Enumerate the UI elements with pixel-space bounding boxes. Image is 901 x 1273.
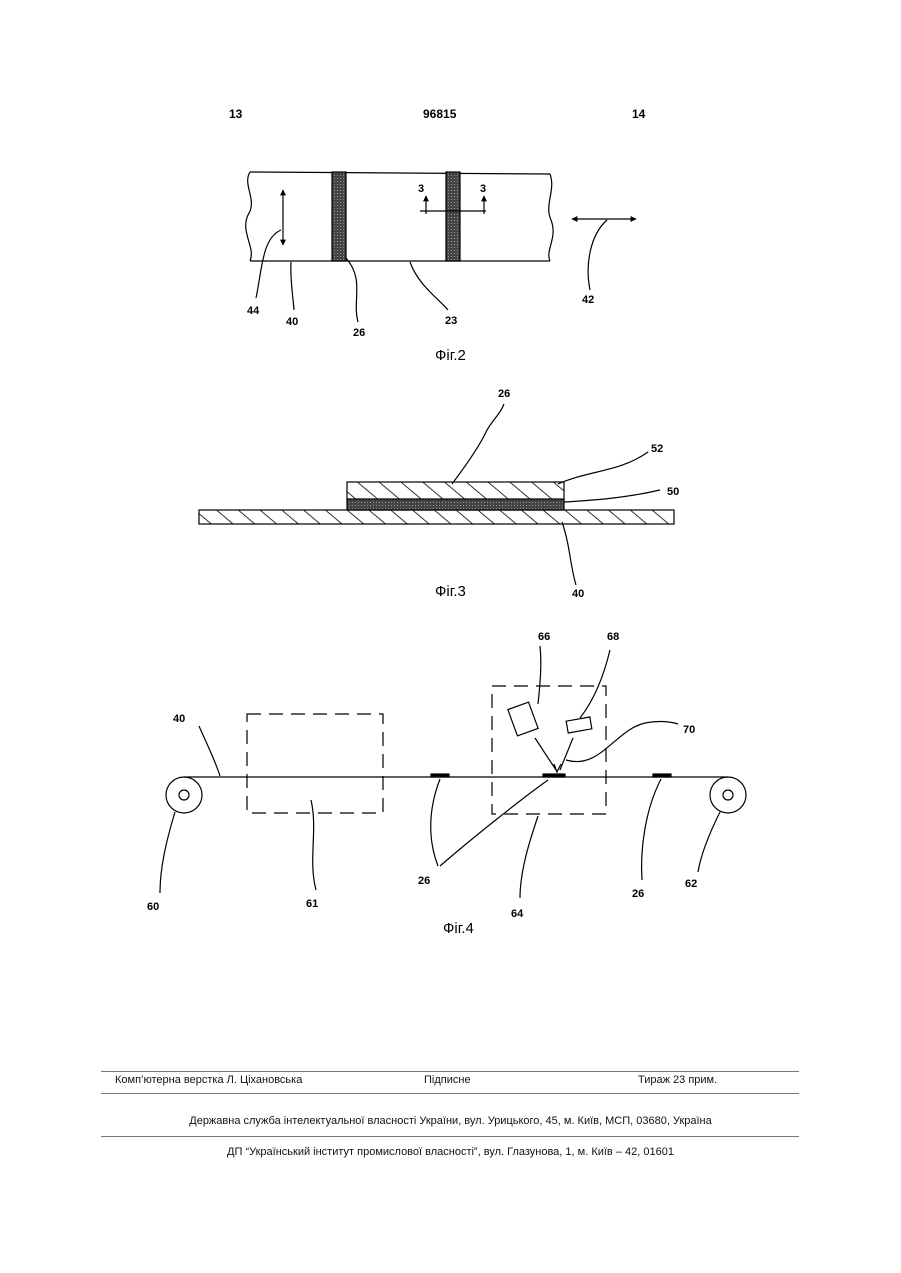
footer-rule-bottom [101,1136,799,1137]
label-40: 40 [286,316,298,328]
figure-2 [246,172,636,322]
label-66: 66 [538,631,550,643]
leader-26-fig3 [452,404,504,484]
label-26a-fig4: 26 [418,875,430,887]
label-26b-fig4: 26 [632,888,644,900]
supply-roll [166,777,202,813]
leader-42 [588,220,607,290]
label-26: 26 [353,327,365,339]
footer-circulation: Тираж 23 прим. [638,1074,717,1086]
figure-4 [160,646,746,898]
strip-right-break [549,174,553,261]
figure-3 [199,404,674,585]
leader-62 [698,812,720,872]
substrate-layer [199,510,674,524]
leader-66 [538,646,541,704]
footer-rule-middle [101,1093,799,1094]
label-23: 23 [445,315,457,327]
target-mark [554,764,561,772]
figure-4-caption: Фіг.4 [443,920,474,937]
leader-26c [642,779,661,880]
camera-66 [508,702,538,736]
footer-office-address: Державна служба інтелектуальної власност… [0,1115,901,1127]
camera-view-line [535,738,556,770]
leader-26b [440,780,548,866]
section-label-3-left: 3 [418,183,424,195]
section-label-3-right: 3 [480,183,486,195]
takeup-roll-hub [723,790,733,800]
leader-26 [346,258,358,322]
film-band-1 [332,172,346,261]
leader-52 [558,452,648,484]
leader-61 [311,800,316,890]
adhesive-layer [347,499,564,510]
label-52: 52 [651,443,663,455]
figure-3-caption: Фіг.3 [435,583,466,600]
strip-left-break [246,172,252,261]
footer-layout-credit: Комп’ютерна верстка Л. Ціхановська [115,1074,302,1086]
label-50: 50 [667,486,679,498]
film-piece-2 [543,774,565,777]
film-layer [347,482,564,499]
label-44: 44 [247,305,260,317]
label-61: 61 [306,898,318,910]
label-68: 68 [607,631,619,643]
label-40-fig3: 40 [572,588,584,600]
figure-2-caption: Фіг.2 [435,347,466,364]
footer-rule-top [101,1071,799,1072]
leader-70 [566,721,678,761]
station-61 [247,714,383,813]
leader-44 [256,230,281,298]
label-40-fig4: 40 [173,713,185,725]
leader-64 [520,816,538,898]
label-60: 60 [147,901,159,913]
leader-26a [431,779,440,866]
label-42: 42 [582,294,594,306]
takeup-roll [710,777,746,813]
light-source-68 [566,717,592,733]
light-beam-line [560,738,573,770]
label-64: 64 [511,908,524,920]
film-band-2 [446,172,460,261]
leader-40 [291,262,294,310]
leader-40-fig4 [199,726,220,776]
label-26-fig3: 26 [498,388,510,400]
footer-institute-address: ДП “Український інститут промислової вла… [0,1146,901,1158]
supply-roll-hub [179,790,189,800]
leader-40-fig3 [562,522,576,585]
label-70: 70 [683,724,695,736]
leader-60 [160,812,175,893]
footer-signed: Підписне [424,1074,471,1086]
label-62: 62 [685,878,697,890]
strip-top-edge [250,172,550,174]
leader-50 [564,490,660,502]
leader-23 [410,262,448,310]
film-piece-1 [431,774,449,777]
film-piece-3 [653,774,671,777]
